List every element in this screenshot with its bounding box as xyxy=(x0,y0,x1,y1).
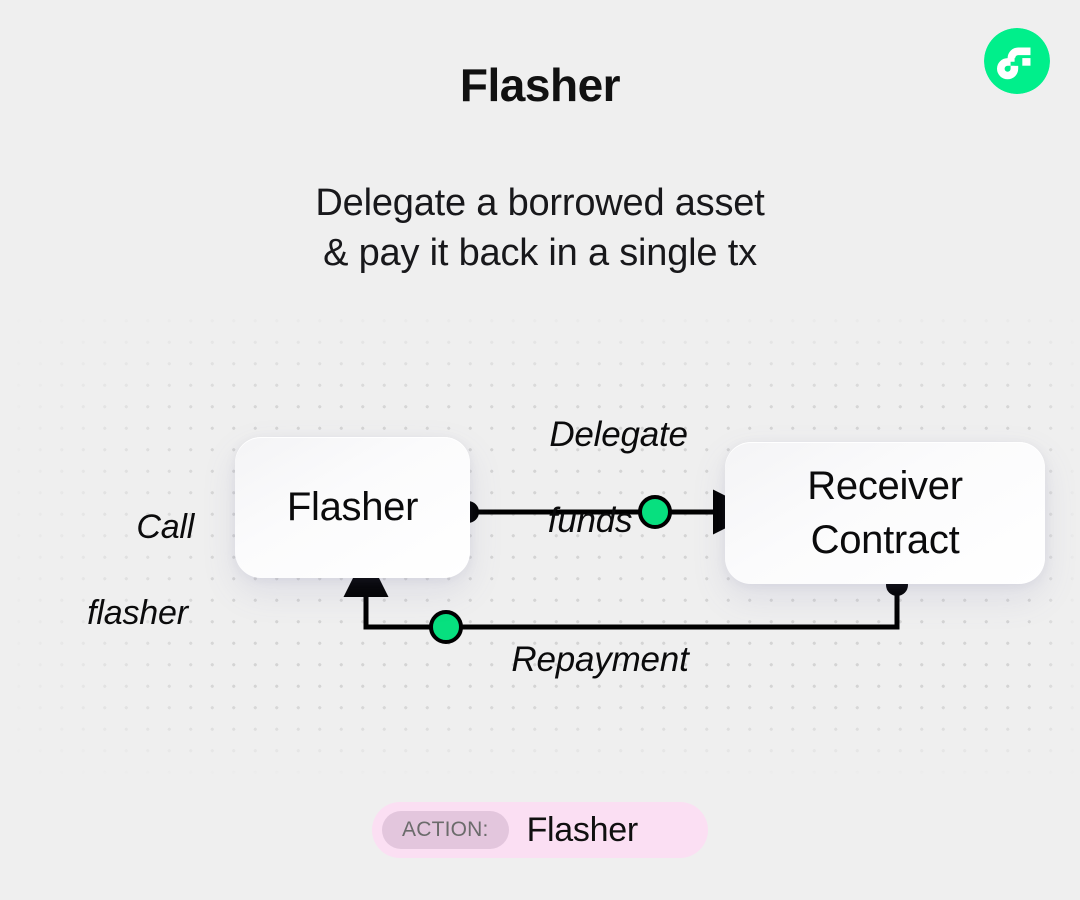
edge-repayment xyxy=(343,552,900,630)
label-delegate-line-1: Delegate xyxy=(549,415,688,454)
label-delegate-line-2: funds xyxy=(547,501,633,540)
label-call-line-2: flasher xyxy=(87,594,188,632)
logo-f-mark xyxy=(997,47,1031,80)
node-receiver-label: Receiver Contract xyxy=(807,459,963,567)
token-dot-repayment xyxy=(429,610,463,644)
node-receiver-label-line-2: Contract xyxy=(810,518,960,562)
label-delegate-funds: Delegate funds xyxy=(455,370,725,628)
subtitle-line-2: & pay it back in a single tx xyxy=(323,232,757,274)
page-title: Flasher xyxy=(459,59,621,111)
label-call-flasher: Call flasher xyxy=(40,463,235,721)
action-badge-value: Flasher xyxy=(526,810,639,849)
label-call-line-1: Call xyxy=(136,508,195,546)
subtitle-line-1: Delegate a borrowed asset xyxy=(315,182,765,224)
action-badge[interactable]: ACTION: Flasher xyxy=(372,802,708,858)
flow-logo xyxy=(984,28,1050,94)
action-badge-chip: ACTION: xyxy=(382,811,509,849)
label-repayment: Repayment xyxy=(511,640,689,679)
node-flasher[interactable]: Flasher xyxy=(235,437,470,578)
node-flasher-label: Flasher xyxy=(286,485,419,529)
token-dot-delegate xyxy=(638,495,672,529)
flow-diagram: Flasher Receiver Contract Call flasher D… xyxy=(0,300,1080,780)
node-receiver-contract[interactable]: Receiver Contract xyxy=(725,442,1045,584)
page-subtitle: Delegate a borrowed asset & pay it back … xyxy=(0,178,1080,278)
flow-logo-icon xyxy=(984,28,1050,94)
node-receiver-label-line-1: Receiver xyxy=(807,464,963,508)
